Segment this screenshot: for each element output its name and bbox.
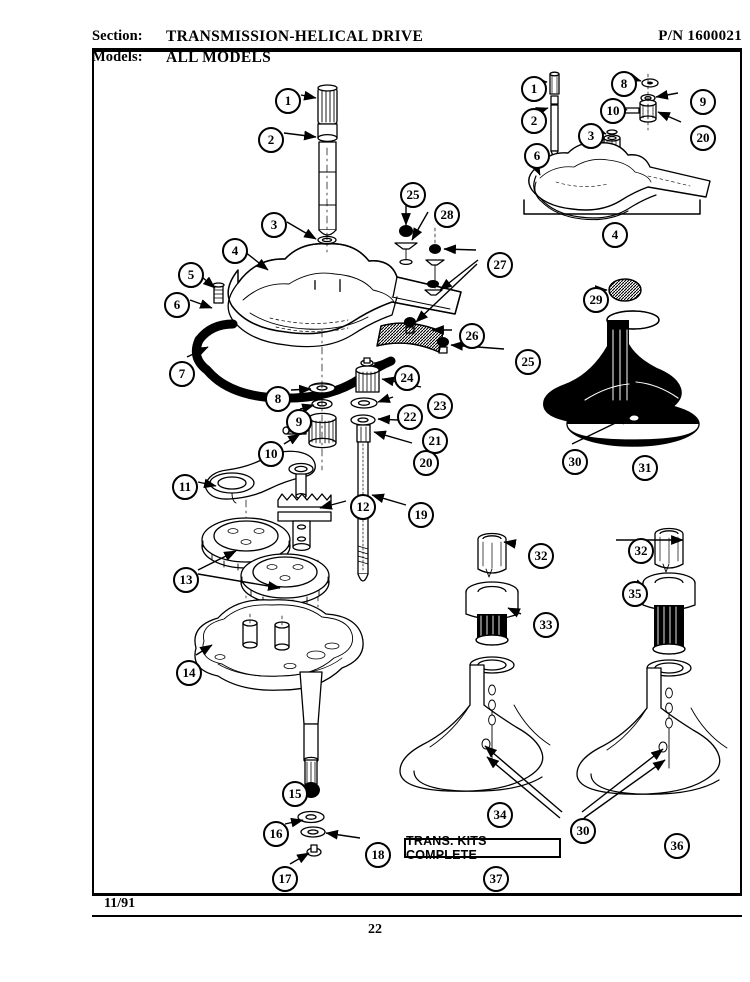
page-header: Section: TRANSMISSION-HELICAL DRIVE P/N … xyxy=(92,28,742,66)
revision-date: 11/91 xyxy=(104,896,136,911)
callout-31: 31 xyxy=(632,455,658,481)
trans-kits-complete-label: TRANS. KITS COMPLETE xyxy=(404,834,561,862)
callout-7: 7 xyxy=(169,361,195,387)
callout-3: 3 xyxy=(578,123,604,149)
callout-6: 6 xyxy=(164,292,190,318)
header-divider xyxy=(92,48,742,50)
callout-17: 17 xyxy=(272,866,298,892)
callout-36: 36 xyxy=(664,833,690,859)
callout-37: 37 xyxy=(483,866,509,892)
callout-2: 2 xyxy=(258,127,284,153)
callout-24: 24 xyxy=(394,365,420,391)
part-number: P/N 1600021 xyxy=(658,28,742,44)
callout-26: 26 xyxy=(459,323,485,349)
header-models-row: Models: ALL MODELS xyxy=(92,49,742,68)
callout-32: 32 xyxy=(528,543,554,569)
callout-4: 4 xyxy=(222,238,248,264)
callout-20: 20 xyxy=(690,125,716,151)
callout-8: 8 xyxy=(611,71,637,97)
callout-25: 25 xyxy=(515,349,541,375)
callout-4: 4 xyxy=(602,222,628,248)
callout-30: 30 xyxy=(562,449,588,475)
callout-34: 34 xyxy=(487,802,513,828)
callout-29: 29 xyxy=(583,287,609,313)
callout-19: 19 xyxy=(408,502,434,528)
callout-1: 1 xyxy=(521,76,547,102)
callout-25: 25 xyxy=(400,182,426,208)
callout-13: 13 xyxy=(173,567,199,593)
callout-8: 8 xyxy=(265,386,291,412)
footer-divider-top xyxy=(92,893,742,896)
callout-22: 22 xyxy=(397,404,423,430)
callout-5: 5 xyxy=(178,262,204,288)
callout-10: 10 xyxy=(258,441,284,467)
section-value: TRANSMISSION-HELICAL DRIVE xyxy=(166,28,424,45)
callout-30: 30 xyxy=(570,818,596,844)
callout-3: 3 xyxy=(261,212,287,238)
callout-10: 10 xyxy=(600,98,626,124)
callout-9: 9 xyxy=(690,89,716,115)
callout-35: 35 xyxy=(622,581,648,607)
callout-21: 21 xyxy=(422,428,448,454)
models-label: Models: xyxy=(92,49,143,65)
callout-27: 27 xyxy=(487,252,513,278)
callout-9: 9 xyxy=(286,409,312,435)
header-section-row: Section: TRANSMISSION-HELICAL DRIVE P/N … xyxy=(92,28,742,47)
callout-33: 33 xyxy=(533,612,559,638)
callout-14: 14 xyxy=(176,660,202,686)
callout-28: 28 xyxy=(434,202,460,228)
callout-32: 32 xyxy=(628,538,654,564)
callout-18: 18 xyxy=(365,842,391,868)
callout-2: 2 xyxy=(521,108,547,134)
callout-6: 6 xyxy=(524,143,550,169)
page-number: 22 xyxy=(368,922,382,937)
footer-divider-bottom xyxy=(92,915,742,917)
callout-16: 16 xyxy=(263,821,289,847)
callout-23: 23 xyxy=(427,393,453,419)
callout-11: 11 xyxy=(172,474,198,500)
callout-12: 12 xyxy=(350,494,376,520)
callout-15: 15 xyxy=(282,781,308,807)
section-label: Section: xyxy=(92,28,143,44)
callout-1: 1 xyxy=(275,88,301,114)
models-value: ALL MODELS xyxy=(166,49,272,66)
